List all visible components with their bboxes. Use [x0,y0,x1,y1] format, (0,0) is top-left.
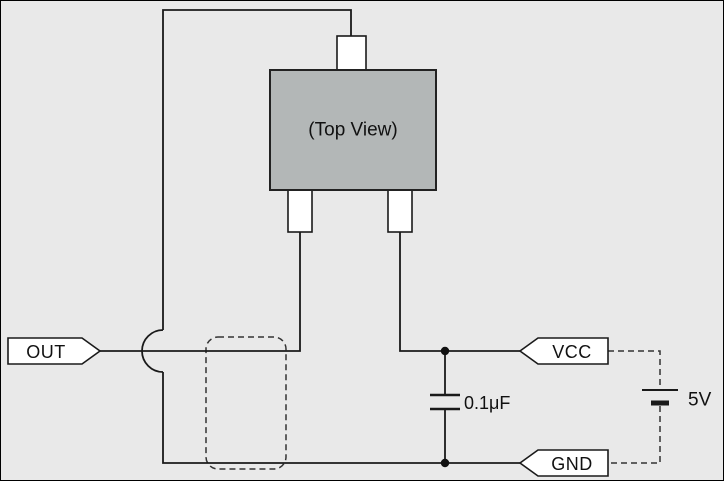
wire-battery-to-gnd-dashed [608,406,661,464]
gnd-label: GND [551,454,593,474]
wire-left-rail-to-gnd [162,372,520,464]
vcc-connector [518,337,609,365]
dashed-outline [205,336,287,470]
junction-dot-gnd [440,458,450,468]
wire-tab-to-left-rail [162,9,352,330]
wire-vcc-to-battery-dashed [608,350,661,389]
wire-pin3-to-vcc [399,232,520,352]
wire-out-to-pin1 [100,232,301,352]
package-pin-left [287,185,313,233]
out-connector [7,337,102,365]
battery-icon [642,389,678,406]
capacitor-value-label: 0.1μF [464,393,510,413]
out-label: OUT [26,342,66,362]
junction-dot-vcc [440,346,450,356]
capacitor-icon [430,351,460,463]
package-body [269,69,437,191]
vcc-label: VCC [552,342,592,362]
gnd-connector [518,449,609,477]
package-top-view-label: (Top View) [308,120,397,141]
battery-value-label: 5V [688,390,712,411]
package-pin-right [387,185,413,233]
